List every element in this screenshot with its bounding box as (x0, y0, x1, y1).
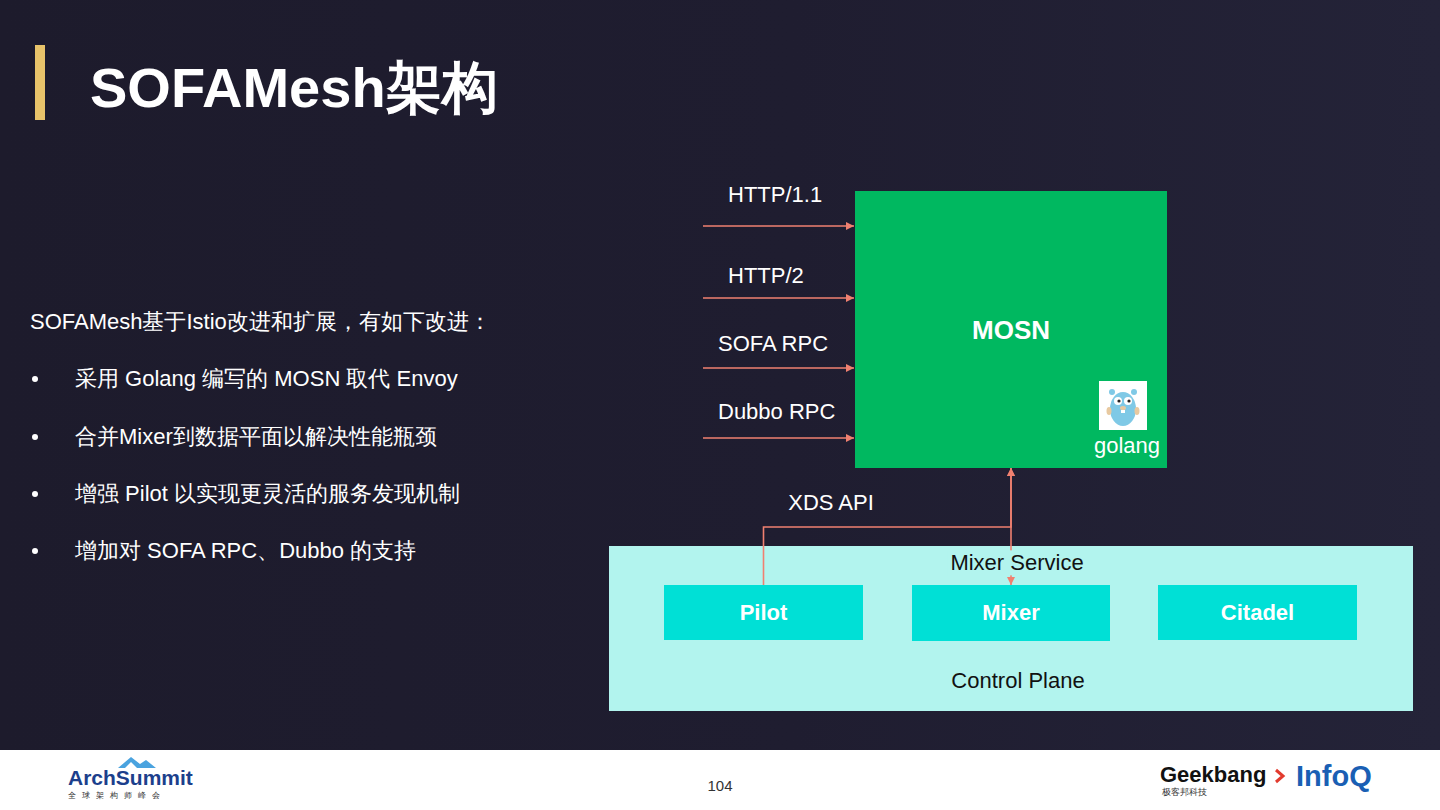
slide-ground (0, 0, 1440, 750)
slide-title: SOFAMesh架构 (90, 56, 498, 120)
title-accent-bar (35, 45, 45, 120)
node-label: Mixer (982, 600, 1039, 625)
protocol-label: HTTP/1.1 (728, 182, 822, 207)
node-label: Control Plane (951, 668, 1084, 693)
archsummit-subtitle: 全球架构师峰会 (68, 791, 166, 800)
mixer-box: Mixer (912, 585, 1110, 641)
bullet-text: 采用 Golang 编写的 MOSN 取代 Envoy (75, 366, 458, 391)
node-sublabel: golang (1094, 433, 1160, 458)
infoq-logo-text: InfoQ (1296, 760, 1372, 793)
bullet-text: 增强 Pilot 以实现更灵活的服务发现机制 (75, 481, 460, 506)
connector-label: XDS API (785, 490, 877, 515)
protocol-label: SOFA RPC (718, 331, 828, 356)
geekbang-logo-text: Geekbang (1160, 762, 1266, 787)
protocol-label: Dubbo RPC (718, 399, 835, 424)
page-number: 104 (707, 777, 732, 794)
bullet-dots (32, 376, 38, 554)
golang-gopher-icon (1099, 381, 1147, 430)
input-arrows (703, 226, 854, 438)
footer-bar (0, 750, 1440, 810)
node-label: MOSN (972, 316, 1050, 346)
protocol-label: HTTP/2 (728, 263, 804, 288)
mosn-box: MOSN golang (855, 191, 1167, 468)
node-label: Pilot (740, 600, 788, 625)
bullet-text: 合并Mixer到数据平面以解决性能瓶颈 (75, 424, 437, 449)
node-label: Citadel (1221, 600, 1294, 625)
geekbang-subtitle: 极客邦科技 (1162, 787, 1207, 797)
bullet-text: 增加对 SOFA RPC、Dubbo 的支持 (75, 538, 416, 563)
archsummit-logo-text: ArchSummit (68, 766, 193, 790)
connector-label: Mixer Service (947, 550, 1086, 575)
pilot-box: Pilot (664, 585, 863, 640)
citadel-box: Citadel (1158, 585, 1357, 640)
intro-text: SOFAMesh基于Istio改进和扩展，有如下改进： (30, 309, 491, 334)
geekbang-chevron (1276, 770, 1283, 782)
